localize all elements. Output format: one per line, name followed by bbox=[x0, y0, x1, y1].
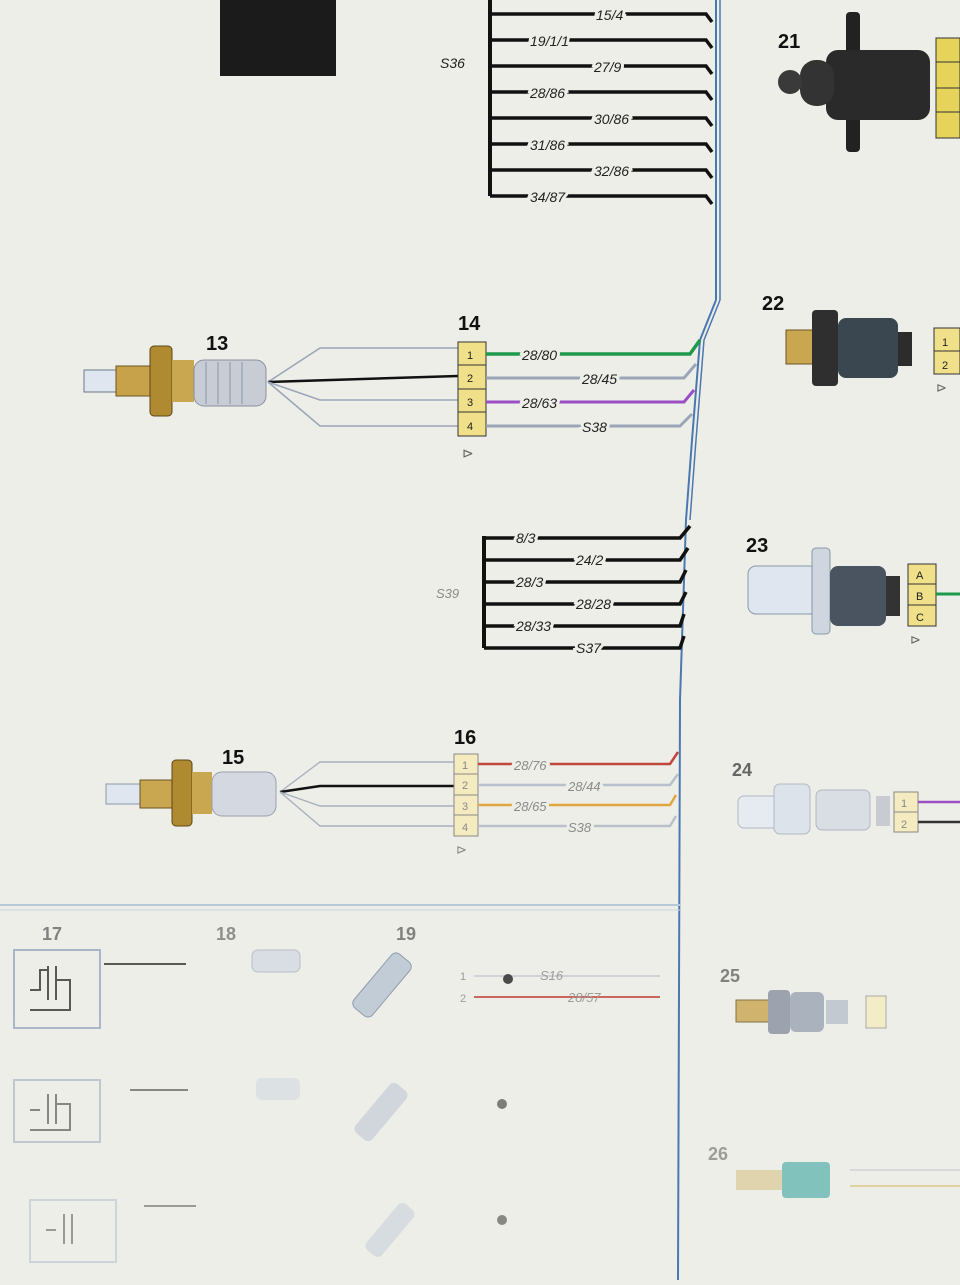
wire-label: 28/65 bbox=[513, 799, 547, 814]
wire-label: 30/86 bbox=[594, 111, 629, 127]
connector-16: 16 1 2 3 4 ⊳ 28/76 28/44 28/65 S38 bbox=[453, 727, 680, 857]
wire-label: 34/87 bbox=[530, 189, 566, 205]
wire-label: S37 bbox=[576, 640, 602, 656]
pin-label: A bbox=[916, 570, 924, 582]
pin-label: 3 bbox=[467, 397, 473, 409]
component-15: 15 bbox=[105, 747, 454, 827]
repeat-rows bbox=[13, 1078, 507, 1263]
connector-tab-icon: ⊳ bbox=[936, 380, 947, 395]
component-number: 16 bbox=[454, 727, 476, 749]
component-number: 22 bbox=[762, 293, 784, 315]
component-25: 25 bbox=[720, 966, 887, 1034]
connector-tab-icon: ⊳ bbox=[910, 632, 921, 647]
component-number: 14 bbox=[458, 313, 481, 335]
component-24: 24 1 2 bbox=[732, 760, 960, 835]
pin-label: 2 bbox=[460, 993, 466, 1005]
wire-label: S38 bbox=[568, 820, 592, 835]
bus-s39-label: S39 bbox=[436, 586, 459, 601]
component-number: 13 bbox=[206, 333, 228, 355]
wire-label: 8/3 bbox=[516, 530, 536, 546]
pin-label: 2 bbox=[901, 819, 907, 831]
wire-label: 28/57 bbox=[567, 990, 601, 1005]
component-number: 15 bbox=[222, 747, 244, 769]
pin-label: C bbox=[916, 612, 924, 624]
wire-label: 24/2 bbox=[575, 552, 603, 568]
component-number: 24 bbox=[732, 760, 752, 780]
component-number: 21 bbox=[778, 31, 800, 53]
ecu-block bbox=[220, 0, 336, 76]
component-13: 13 bbox=[83, 333, 459, 427]
wire-label: 31/86 bbox=[530, 137, 565, 153]
wire-label: 28/80 bbox=[521, 347, 557, 363]
component-number: 25 bbox=[720, 966, 740, 986]
pin-label: 4 bbox=[467, 421, 473, 433]
wire-label: 19/1/1 bbox=[530, 33, 569, 49]
wire-label: 28/33 bbox=[515, 618, 551, 634]
pin-label: 1 bbox=[462, 760, 468, 772]
pin-label: 2 bbox=[467, 373, 473, 385]
bus-s36-label: S36 bbox=[440, 55, 465, 71]
wire-label: 28/45 bbox=[581, 371, 617, 387]
bus-s36: S36 15/4 19/1/1 27/9 28/86 30/86 31/86 3… bbox=[440, 0, 714, 208]
wire-label: 28/44 bbox=[567, 779, 601, 794]
component-21: 21 bbox=[778, 12, 960, 152]
wire-label: 28/86 bbox=[529, 85, 565, 101]
connector-tab-icon: ⊳ bbox=[456, 842, 467, 857]
pin-label: 1 bbox=[467, 350, 473, 362]
wire-label: 28/28 bbox=[575, 596, 611, 612]
component-17: 17 bbox=[13, 924, 186, 1029]
wire-label: 28/76 bbox=[513, 758, 547, 773]
main-trunk bbox=[677, 0, 721, 1281]
component-23: 23 A B C ⊳ bbox=[746, 535, 960, 647]
pin-label: 2 bbox=[942, 360, 948, 372]
pin-label: B bbox=[916, 591, 923, 603]
component-26: 26 bbox=[708, 1144, 960, 1198]
component-22: 22 1 2 ⊳ bbox=[762, 293, 960, 395]
connector-tab-icon: ⊳ bbox=[462, 445, 474, 461]
component-number: 19 bbox=[396, 924, 416, 944]
component-number: 17 bbox=[42, 924, 62, 944]
wire-label: 28/63 bbox=[521, 395, 557, 411]
pin-label: 1 bbox=[942, 337, 948, 349]
component-18: 18 bbox=[216, 924, 301, 973]
pin-label: 4 bbox=[462, 822, 468, 834]
wire-label: S16 bbox=[540, 968, 564, 983]
component-19: 19 1 2 S16 28/57 bbox=[352, 924, 660, 1018]
wire-label: S38 bbox=[582, 419, 607, 435]
bus-s39: S39 8/3 24/2 28/3 28/28 28/33 S37 bbox=[436, 524, 692, 659]
pin-label: 1 bbox=[460, 971, 466, 983]
wire-label: 27/9 bbox=[593, 59, 621, 75]
component-number: 18 bbox=[216, 924, 236, 944]
wire-label: 32/86 bbox=[594, 163, 629, 179]
wire-label: 28/3 bbox=[515, 574, 543, 590]
pin-label: 3 bbox=[462, 801, 468, 813]
wire-label: 15/4 bbox=[596, 7, 623, 23]
component-number: 23 bbox=[746, 535, 768, 557]
connector-14: 14 1 2 3 4 ⊳ 28/80 28/45 28/63 S38 bbox=[457, 313, 702, 461]
pin-label: 2 bbox=[462, 780, 468, 792]
pin-label: 1 bbox=[901, 798, 907, 810]
component-number: 26 bbox=[708, 1144, 728, 1164]
